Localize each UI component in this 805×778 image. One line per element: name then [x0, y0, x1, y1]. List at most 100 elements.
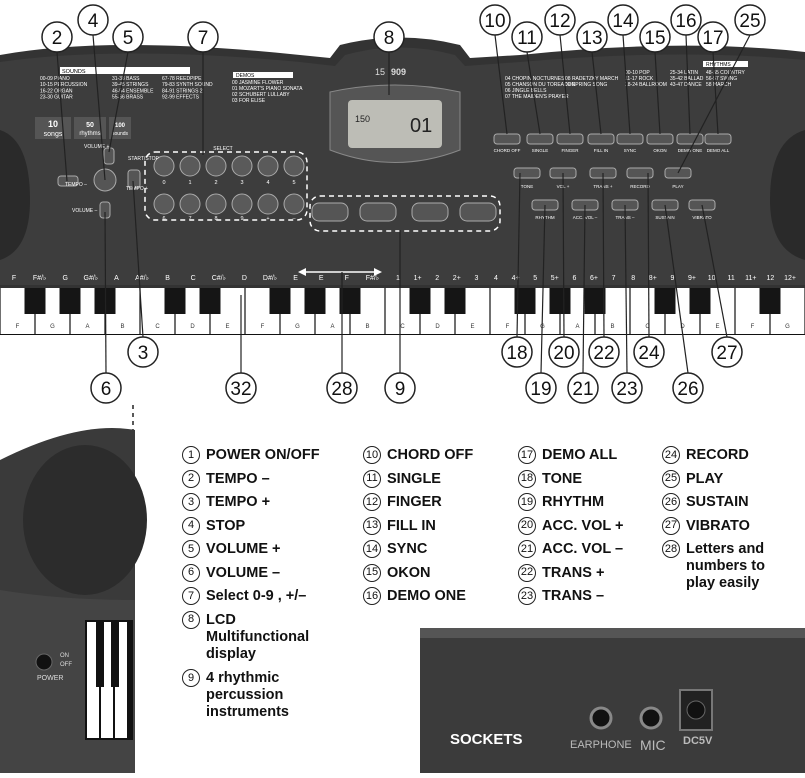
leader-line	[664, 204, 689, 374]
function-button-top[interactable]	[616, 133, 644, 145]
function-button-mid[interactable]	[626, 167, 654, 179]
sounds-left-item: 23-30 GUITAR	[40, 95, 73, 101]
function-button-label: VIBRATO	[692, 215, 712, 220]
select-button[interactable]	[283, 155, 305, 177]
volume-plus-label: VOLUME +	[84, 144, 110, 150]
key-number-label: 11	[728, 275, 735, 282]
leader-line	[540, 204, 546, 374]
sounds-left-item: 10-15 PERCUSSION	[40, 82, 88, 88]
legend-label: VOLUME –	[206, 564, 281, 581]
select-button[interactable]	[205, 155, 227, 177]
percussion-pad[interactable]	[359, 202, 397, 222]
black-key[interactable]	[199, 288, 221, 314]
power-button[interactable]	[35, 653, 53, 671]
select-button[interactable]	[153, 155, 175, 177]
leader-line	[559, 34, 571, 135]
rhythm-item: 25-34 LATIN	[670, 70, 698, 76]
arrow-head-right	[374, 268, 382, 276]
leader-line	[701, 204, 728, 338]
mic-jack[interactable]	[639, 706, 663, 730]
select-button[interactable]	[257, 155, 279, 177]
sounds-left-item: 16-22 ORGAN	[40, 88, 73, 94]
percussion-pad[interactable]	[459, 202, 497, 222]
earphone-jack[interactable]	[589, 706, 613, 730]
rhythms-header: RHYTHMS	[706, 62, 731, 68]
power-side-view	[0, 428, 147, 773]
select-button[interactable]	[153, 193, 175, 215]
select-button[interactable]	[257, 193, 279, 215]
legend-number: 3	[182, 493, 200, 511]
percussion-pad[interactable]	[311, 202, 349, 222]
function-button-top[interactable]	[676, 133, 704, 145]
tempo-minus-button[interactable]	[57, 175, 79, 187]
function-button-top[interactable]	[556, 133, 584, 145]
legend-number: 20	[518, 516, 536, 535]
select-button[interactable]	[231, 155, 253, 177]
black-key[interactable]	[759, 288, 781, 314]
callout-number: 26	[677, 379, 698, 400]
black-key[interactable]	[584, 288, 606, 314]
function-button-top[interactable]	[526, 133, 554, 145]
function-button-top[interactable]	[587, 133, 615, 145]
callout-circle	[734, 4, 766, 36]
function-button-top[interactable]	[704, 133, 732, 145]
percussion-pad[interactable]	[411, 202, 449, 222]
white-key-letter: G	[50, 324, 55, 330]
white-key-letter: D	[435, 324, 440, 330]
black-key[interactable]	[164, 288, 186, 314]
function-button-top[interactable]	[493, 133, 521, 145]
key-letter-label: D	[242, 275, 247, 282]
callout-circle	[670, 4, 702, 36]
black-key[interactable]	[654, 288, 676, 314]
legend-number: 28	[662, 540, 680, 558]
tempo-minus-label: TEMPO –	[65, 182, 87, 188]
black-key[interactable]	[409, 288, 431, 314]
function-button-top[interactable]	[646, 133, 674, 145]
function-button-label: TONE	[521, 184, 533, 189]
demo-item: 07 THE MAIDEN'S PRAYER	[505, 94, 569, 100]
function-button-label: FILL IN	[594, 148, 609, 153]
callout-circles: 1234567891011121314151617181920212223242…	[4, 4, 766, 768]
function-button-label: RECORD	[630, 184, 650, 189]
select-button[interactable]	[179, 193, 201, 215]
black-key[interactable]	[24, 288, 46, 314]
volume-plus-button[interactable]	[103, 147, 115, 165]
start-stop-label: START/STOP	[128, 156, 160, 162]
function-button-label: CHORD OFF	[494, 148, 521, 153]
legend-label: TEMPO –	[206, 470, 270, 487]
white-key-letter: F	[261, 324, 265, 330]
black-key[interactable]	[549, 288, 571, 314]
demo-item: 02 SCHUBERT LULLABY	[232, 92, 290, 98]
black-key[interactable]	[269, 288, 291, 314]
select-button[interactable]	[205, 193, 227, 215]
black-key[interactable]	[339, 288, 361, 314]
black-key[interactable]	[689, 288, 711, 314]
black-key[interactable]	[444, 288, 466, 314]
sounds-header: SOUNDS	[62, 69, 86, 75]
black-key[interactable]	[304, 288, 326, 314]
dc-jack[interactable]	[686, 700, 706, 720]
key-letter-label: D#/♭	[263, 274, 277, 282]
demo-item: 05 CHANSON DU TOREADOR	[505, 82, 575, 88]
key-letter-label: A#/♭	[135, 274, 149, 282]
leader-line	[582, 204, 586, 374]
white-key-letter: A	[330, 324, 334, 330]
function-button-label: DEMO ALL	[707, 148, 730, 153]
callout-number: 32	[230, 379, 251, 400]
select-button[interactable]	[231, 193, 253, 215]
rhythm-item: 58 MARCH	[706, 82, 732, 88]
select-button[interactable]	[179, 155, 201, 177]
black-key[interactable]	[59, 288, 81, 314]
function-button-mid[interactable]	[513, 167, 541, 179]
select-button[interactable]	[283, 193, 305, 215]
select-digit: 3	[240, 180, 243, 186]
black-key[interactable]	[514, 288, 536, 314]
